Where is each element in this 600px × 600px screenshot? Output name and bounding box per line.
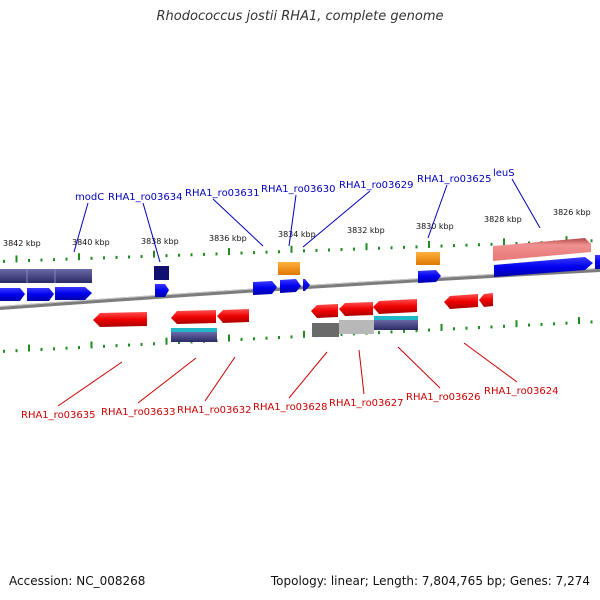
gene-arrow[interactable] — [27, 288, 54, 301]
kbp-tick-label: 3826 kbp — [553, 208, 591, 217]
gene-arrow[interactable] — [418, 270, 441, 283]
reverse-tick-row — [3, 317, 593, 353]
kbp-tick-label: 3832 kbp — [347, 226, 385, 235]
gene-arrow[interactable] — [0, 288, 25, 301]
gene-arrow[interactable] — [493, 238, 591, 261]
callout-line — [358, 349, 365, 395]
gene-block[interactable] — [171, 332, 217, 342]
gene-arrow[interactable] — [171, 310, 216, 324]
gene-block[interactable] — [278, 262, 300, 275]
gene-block[interactable] — [416, 252, 440, 265]
forward-lower-track — [0, 255, 600, 301]
accession-label: Accession: NC_008268 — [9, 574, 146, 588]
callout-line — [212, 198, 264, 247]
reverse-gene-label[interactable]: RHA1_ro03627 — [329, 398, 404, 409]
reverse-gene-label[interactable]: RHA1_ro03628 — [253, 402, 328, 413]
forward-gene-label[interactable]: RHA1_ro03630 — [261, 184, 336, 195]
gene-arrow[interactable] — [155, 284, 169, 297]
reverse-gene-label[interactable]: RHA1_ro03635 — [21, 410, 96, 421]
gene-block[interactable] — [595, 255, 600, 269]
gene-block[interactable] — [312, 323, 339, 337]
callout-line — [204, 356, 236, 402]
forward-gene-label[interactable]: modC — [75, 192, 104, 203]
genome-summary: Topology: linear; Length: 7,804,765 bp; … — [270, 574, 590, 588]
gene-arrow[interactable] — [55, 287, 92, 300]
kbp-tick-label: 3828 kbp — [484, 215, 522, 224]
callout-line — [302, 190, 371, 248]
gene-arrow[interactable] — [444, 294, 478, 309]
gene-block[interactable] — [154, 266, 169, 280]
kbp-scale: 3842 kbp 3840 kbp 3838 kbp 3836 kbp 3834 kbp… — [3, 208, 591, 248]
gene-arrow[interactable] — [280, 279, 301, 293]
forward-upper-track — [0, 238, 591, 283]
callout-line — [288, 351, 328, 399]
forward-gene-label[interactable]: RHA1_ro03625 — [417, 174, 492, 185]
callout-line — [142, 202, 161, 263]
callout-line — [397, 346, 441, 389]
gene-block[interactable] — [171, 328, 217, 332]
kbp-tick-label: 3842 kbp — [3, 239, 41, 248]
callout-line — [137, 357, 197, 404]
gene-arrow[interactable] — [494, 257, 593, 277]
kbp-tick-label: 3834 kbp — [278, 230, 316, 239]
gene-arrow[interactable] — [303, 279, 310, 291]
forward-gene-label[interactable]: leuS — [493, 168, 515, 179]
gene-block[interactable] — [374, 316, 418, 320]
callout-line — [463, 342, 518, 383]
callout-line — [288, 194, 297, 247]
callout-line — [57, 361, 123, 407]
gene-arrow[interactable] — [479, 293, 493, 307]
gene-block[interactable] — [0, 269, 92, 283]
reverse-lower-track — [171, 316, 418, 342]
gene-block[interactable] — [374, 320, 418, 330]
forward-gene-label[interactable]: RHA1_ro03634 — [108, 192, 183, 203]
kbp-tick-label: 3836 kbp — [209, 234, 247, 243]
reverse-gene-label[interactable]: RHA1_ro03632 — [177, 405, 252, 416]
kbp-tick-label: 3840 kbp — [72, 238, 110, 247]
gene-arrow[interactable] — [339, 302, 373, 316]
reverse-gene-label[interactable]: RHA1_ro03624 — [484, 386, 559, 397]
callout-line — [427, 184, 448, 239]
kbp-tick-label: 3838 kbp — [141, 237, 179, 246]
reverse-upper-track — [93, 293, 493, 327]
gene-arrow[interactable] — [373, 299, 417, 314]
gene-arrow[interactable] — [253, 281, 277, 295]
gene-arrow[interactable] — [217, 309, 249, 323]
gene-arrow[interactable] — [311, 304, 338, 318]
reverse-gene-label[interactable]: RHA1_ro03626 — [406, 392, 481, 403]
map-title: Rhodococcus jostii RHA1, complete genome — [156, 9, 444, 24]
forward-gene-label[interactable]: RHA1_ro03631 — [185, 188, 260, 199]
gene-arrow[interactable] — [93, 312, 147, 327]
callout-line — [73, 202, 89, 253]
forward-gene-label[interactable]: RHA1_ro03629 — [339, 180, 414, 191]
reverse-gene-label[interactable]: RHA1_ro03633 — [101, 407, 176, 418]
forward-tick-row — [3, 236, 593, 263]
callout-line — [511, 178, 541, 229]
gene-block[interactable] — [339, 320, 374, 334]
kbp-tick-label: 3830 kbp — [416, 222, 454, 231]
